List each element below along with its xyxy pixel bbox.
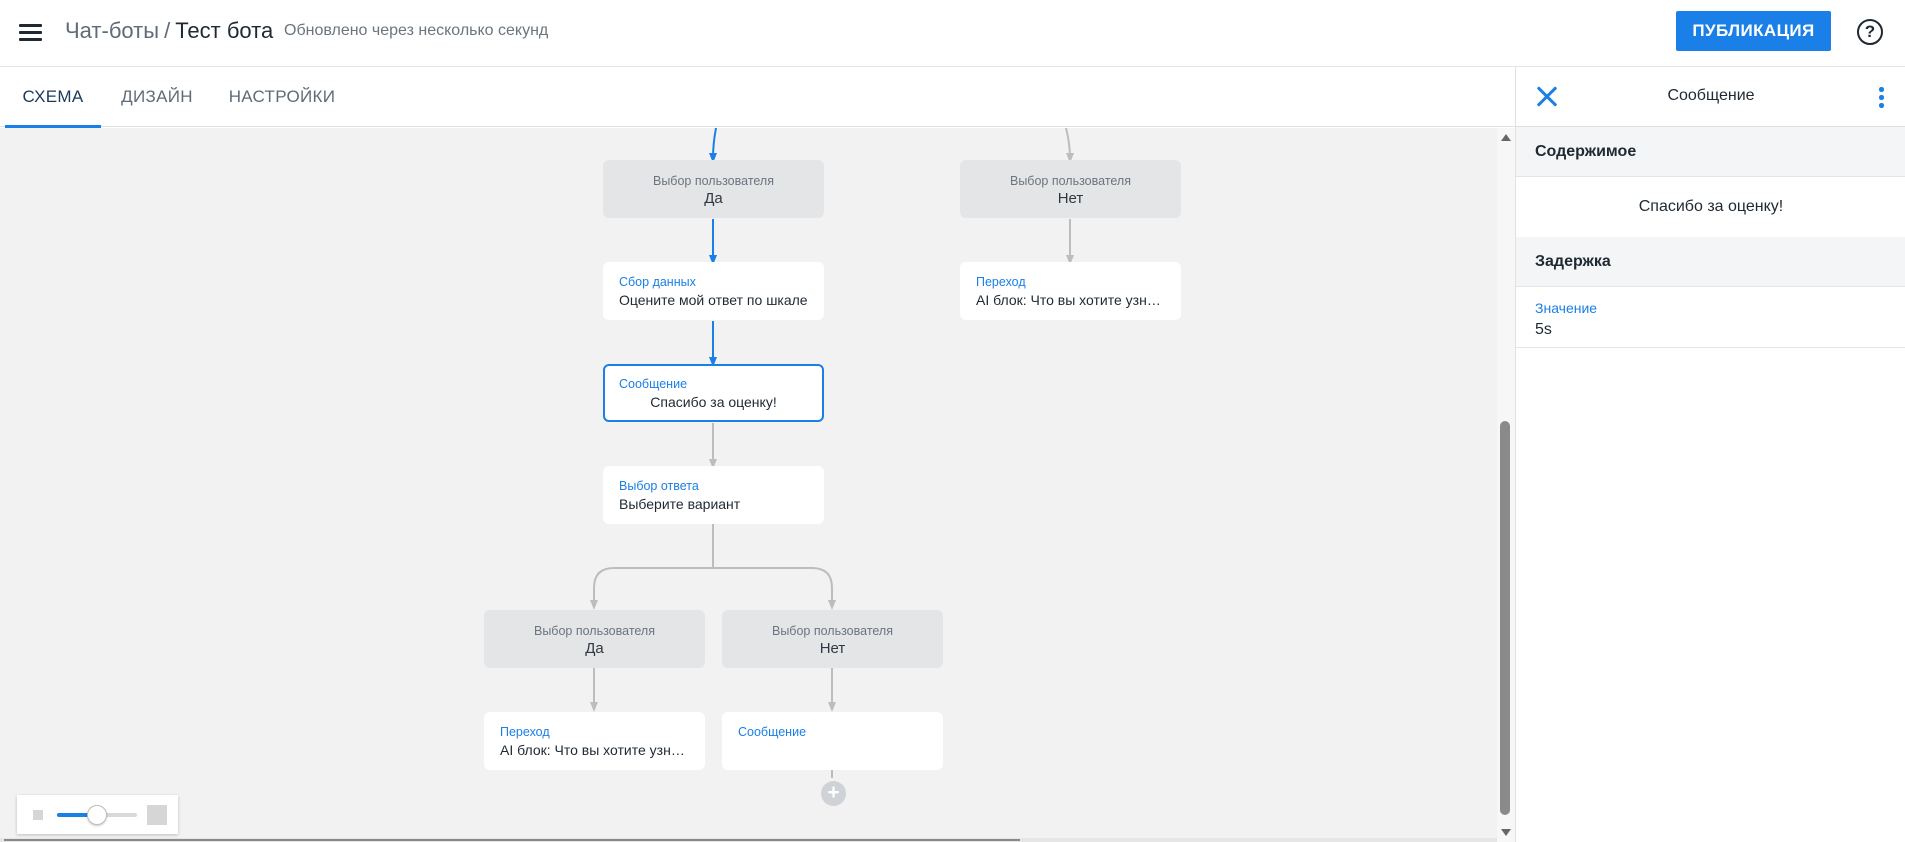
connector-line: [590, 567, 713, 610]
node-text: Да: [704, 190, 723, 207]
node-type-label: Переход: [500, 725, 550, 739]
node-text: Нет: [819, 640, 846, 657]
node-type-label: Выбор пользователя: [1009, 174, 1131, 188]
zoom-slider-handle[interactable]: [87, 805, 107, 825]
hamburger-menu-icon[interactable]: [16, 19, 44, 47]
node-properties-panel: Сообщение Содержимое Спасибо за оценку! …: [1515, 67, 1905, 842]
node-text: AI блок: Что вы хотите узнать: [976, 292, 1165, 308]
node-answer-choice[interactable]: Выбор ответа Выберите вариант: [603, 466, 824, 524]
node-type-label: Выбор ответа: [619, 479, 699, 493]
node-text: Спасибо за оценку!: [650, 394, 777, 410]
content-section-header: Содержимое: [1516, 127, 1905, 177]
node-user-choice-yes[interactable]: Выбор пользователя Да: [603, 160, 824, 218]
zoom-in-icon[interactable]: [147, 805, 167, 825]
editor-tabs: СХЕМА ДИЗАЙН НАСТРОЙКИ: [0, 67, 1515, 128]
delay-value-field[interactable]: Значение 5s: [1516, 287, 1905, 348]
scrollbar-thumb[interactable]: [4, 839, 1020, 841]
node-type-label: Выбор пользователя: [533, 624, 655, 638]
node-text: Нет: [1057, 190, 1084, 207]
node-type-label: Переход: [976, 275, 1026, 289]
connector-line: [713, 567, 836, 610]
connector-line: [1065, 128, 1074, 163]
node-message[interactable]: Сообщение: [722, 712, 943, 770]
node-text: Да: [585, 640, 604, 657]
zoom-slider[interactable]: [57, 805, 137, 825]
scroll-down-arrow-icon[interactable]: [1501, 829, 1511, 836]
node-text: Выберите вариант: [619, 496, 741, 512]
close-icon[interactable]: [1536, 86, 1558, 108]
more-options-icon[interactable]: [1878, 87, 1886, 109]
node-data-collection[interactable]: Сбор данных Оцените мой ответ по шкале: [603, 262, 824, 320]
node-user-choice-no[interactable]: Выбор пользователя Нет: [722, 610, 943, 668]
page-title: Тест бота: [175, 18, 274, 43]
breadcrumb: Чат-боты/Тест бота: [65, 17, 273, 45]
node-type-label: Выбор пользователя: [652, 174, 774, 188]
flow-connectors: [590, 128, 1074, 778]
top-bar: Чат-боты/Тест бота Обновлено через неско…: [0, 0, 1905, 67]
tab-schema[interactable]: СХЕМА: [5, 67, 101, 128]
node-text: AI блок: Что вы хотите узнать: [500, 742, 689, 758]
save-status-text: Обновлено через несколько секунд: [284, 22, 549, 39]
node-transition[interactable]: Переход AI блок: Что вы хотите узнать: [484, 712, 705, 770]
delay-field-value: 5s: [1535, 321, 1552, 338]
zoom-control: [17, 795, 178, 834]
breadcrumb-separator: /: [164, 18, 171, 43]
scrollbar-thumb[interactable]: [1500, 421, 1510, 815]
breadcrumb-chatbots-link[interactable]: Чат-боты: [65, 18, 160, 43]
node-message-selected[interactable]: Сообщение Спасибо за оценку!: [603, 364, 824, 422]
panel-title: Сообщение: [1667, 87, 1755, 104]
zoom-slider-fill: [57, 813, 97, 817]
node-user-choice-no[interactable]: Выбор пользователя Нет: [960, 160, 1181, 218]
scroll-up-arrow-icon[interactable]: [1501, 134, 1511, 141]
connector-line: [709, 128, 718, 163]
node-type-label: Сообщение: [619, 377, 688, 391]
help-icon[interactable]: ?: [1857, 19, 1883, 45]
node-transition[interactable]: Переход AI блок: Что вы хотите узнать: [960, 262, 1181, 320]
node-user-choice-yes[interactable]: Выбор пользователя Да: [484, 610, 705, 668]
node-type-label: Выбор пользователя: [771, 624, 893, 638]
publish-button[interactable]: ПУБЛИКАЦИЯ: [1676, 11, 1831, 51]
node-type-label: Сбор данных: [619, 275, 696, 289]
node-text: Оцените мой ответ по шкале: [619, 292, 808, 308]
canvas-horizontal-scrollbar[interactable]: [0, 838, 1497, 842]
delay-field-label: Значение: [1535, 300, 1598, 316]
flow-canvas[interactable]: Выбор пользователя Да Выбор пользователя…: [0, 128, 1497, 842]
canvas-vertical-scrollbar[interactable]: [1497, 128, 1515, 842]
tab-design[interactable]: ДИЗАЙН: [121, 87, 193, 106]
panel-header: Сообщение: [1516, 67, 1905, 127]
zoom-out-icon[interactable]: [33, 810, 43, 820]
delay-section-header: Задержка: [1516, 237, 1905, 287]
node-type-label: Сообщение: [738, 725, 807, 739]
add-node-button[interactable]: +: [821, 781, 846, 806]
message-content-text[interactable]: Спасибо за оценку!: [1638, 198, 1784, 215]
tab-settings[interactable]: НАСТРОЙКИ: [228, 87, 336, 106]
